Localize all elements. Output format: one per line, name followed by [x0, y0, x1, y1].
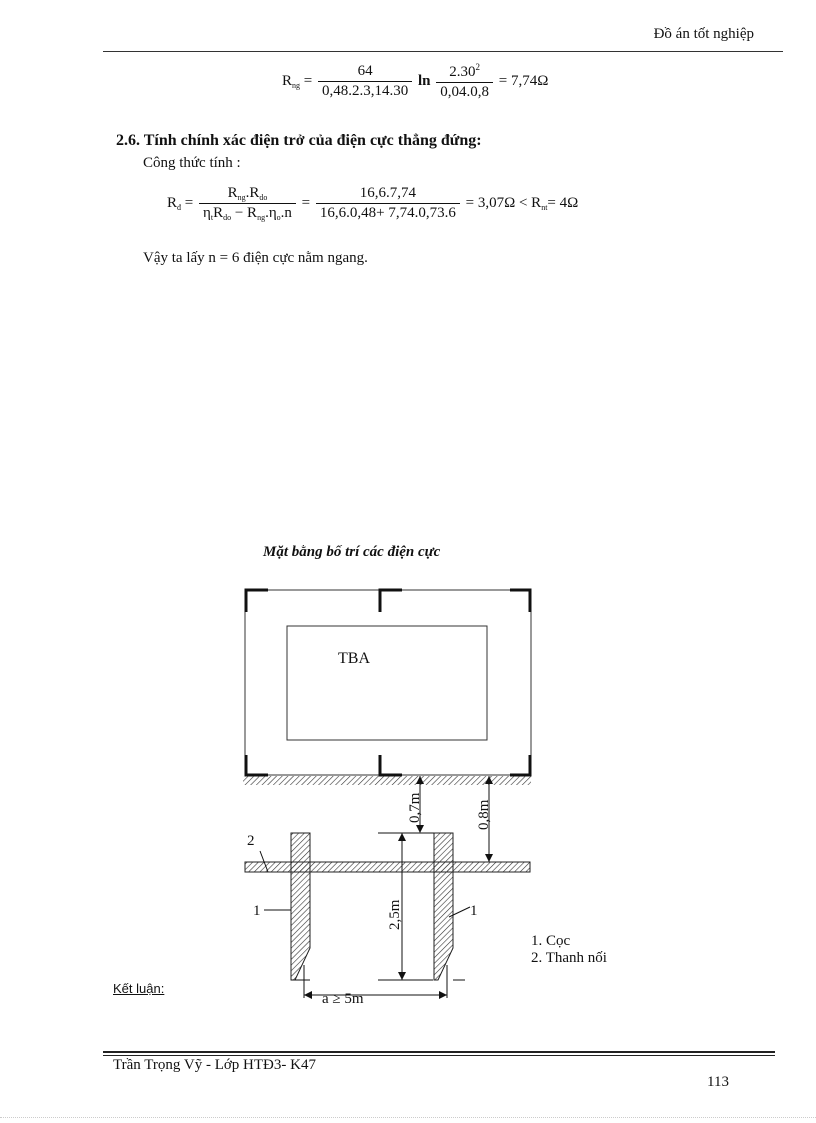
tba-label: TBA	[338, 650, 370, 667]
dim-25-label: 2,5m	[387, 899, 403, 930]
footer-author: Trần Trọng Vỹ - Lớp HTĐ3- K47	[113, 1057, 316, 1073]
fraction-denominator: ηtRdo − Rng.ηo.n	[199, 204, 296, 222]
fraction-numerator: Rng.Rdo	[198, 185, 296, 204]
rod-right	[433, 832, 454, 981]
term-sub: t	[210, 213, 214, 222]
dim-07-label: 0,7m	[407, 792, 423, 823]
term-sub: o	[276, 213, 281, 222]
formula-label: Công thức tính :	[143, 155, 241, 171]
formula-lhs: R	[167, 194, 178, 211]
legend-item-2: 2. Thanh nối	[531, 950, 607, 966]
formula-lhs-sub: ng	[292, 80, 301, 90]
label-1-left: 1	[253, 903, 261, 919]
fraction-numerator: 64	[317, 63, 413, 82]
term-sub: do	[223, 213, 232, 222]
comparison: < R	[518, 194, 542, 211]
term: − R	[231, 205, 258, 221]
fraction-numeric: 16,6.7,74 16,6.0,48+ 7,74.0,73.6	[315, 185, 460, 222]
comparison-sub: nt	[541, 202, 548, 212]
ln-operator: ln	[417, 72, 431, 89]
equals-sign: =	[303, 72, 313, 89]
term: .n	[280, 205, 292, 221]
formula-rd: Rđ = Rng.Rdo ηtRdo − Rng.ηo.n = 16,6.7,7…	[167, 185, 578, 222]
fraction-symbolic: Rng.Rdo ηtRdo − Rng.ηo.n	[198, 185, 296, 222]
term-sub: ng	[257, 213, 266, 222]
fraction-numerator: 16,6.7,74	[315, 185, 460, 204]
footer-divider-thin	[103, 1055, 775, 1056]
diagram-caption: Mặt bằng bố trí các điện cực	[263, 544, 441, 560]
fraction-numerator: 2.302	[436, 62, 493, 83]
ground-hatch	[243, 776, 531, 785]
term: .R	[245, 185, 260, 201]
outer-frame	[244, 589, 532, 776]
page-edge	[0, 1117, 816, 1118]
numerator-exponent: 2	[475, 62, 481, 72]
equals-sign: =	[184, 194, 194, 211]
dim-08-label: 0,8m	[476, 799, 492, 830]
rod-left	[290, 832, 311, 981]
document-header-title: Đồ án tốt nghiệp	[653, 26, 754, 42]
term: η	[202, 205, 211, 221]
comparison-value: = 4Ω	[547, 194, 579, 211]
formula-rng: Rng = 64 0,48.2.3,14.30 ln 2.302 0,04.0,…	[282, 62, 548, 101]
formula-lhs-sub: đ	[177, 202, 182, 212]
conclusion-text: Vậy ta lấy n = 6 điện cực nằm ngang.	[143, 250, 368, 266]
legend-item-1: 1. Cọc	[531, 933, 571, 949]
term-sub: ng	[237, 193, 246, 202]
formula-lhs: R	[282, 72, 293, 89]
section-heading: 2.6. Tính chính xác điện trở của điện cự…	[116, 132, 482, 149]
label-2: 2	[247, 833, 255, 849]
footer-divider	[103, 1051, 775, 1053]
term: R	[227, 185, 238, 201]
fraction-denominator: 0,48.2.3,14.30	[321, 83, 409, 99]
term-sub: do	[259, 193, 268, 202]
header-divider	[103, 51, 783, 52]
fraction-1: 64 0,48.2.3,14.30	[317, 63, 413, 100]
fraction-denominator: 0,04.0,8	[440, 84, 489, 100]
equals-sign: =	[301, 194, 311, 211]
term: R	[213, 205, 224, 221]
tba-building	[286, 625, 488, 741]
numerator-base: 2.30	[449, 64, 476, 80]
dim-a-label: a ≥ 5m	[322, 991, 364, 1007]
label-1-right: 1	[470, 903, 478, 919]
term: .η	[265, 205, 277, 221]
formula-result: = 3,07Ω	[465, 194, 516, 211]
fraction-denominator: 16,6.0,48+ 7,74.0,73.6	[319, 205, 456, 221]
formula-result: = 7,74Ω	[498, 72, 549, 89]
conclusion-heading: Kết luận:	[113, 981, 165, 996]
fraction-2: 2.302 0,04.0,8	[436, 62, 493, 101]
corner-electrodes	[244, 588, 532, 777]
page-number: 113	[707, 1074, 729, 1090]
connecting-bar	[244, 861, 531, 873]
